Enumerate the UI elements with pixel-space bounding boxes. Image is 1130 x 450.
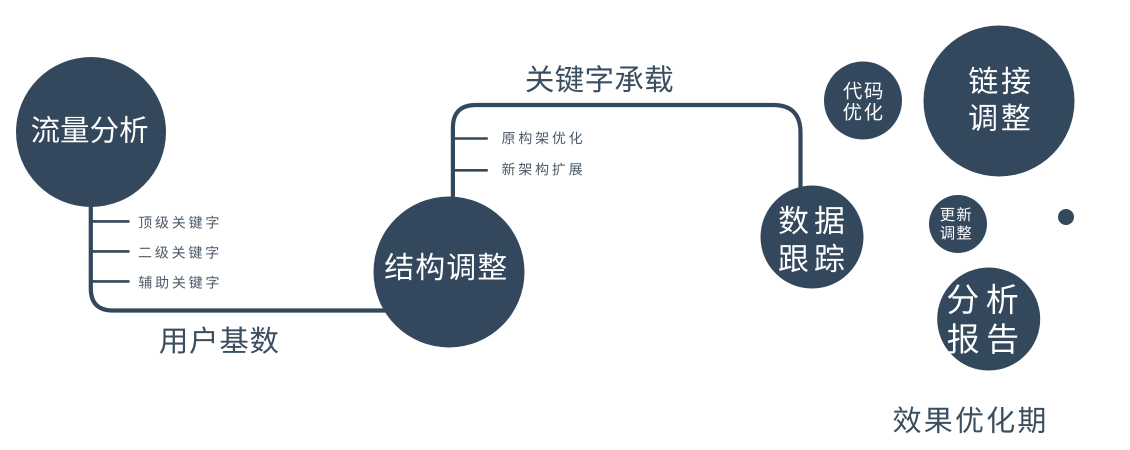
node-traffic-analysis-label — [31, 115, 148, 144]
node-analysis-report-label — [947, 283, 1018, 354]
node-structure-adjust-label — [385, 252, 507, 281]
node-link-adjust-label — [969, 66, 1030, 132]
node-link-adjust-circle[interactable] — [923, 25, 1075, 177]
node-analysis-report[interactable] — [937, 267, 1041, 371]
node-data-tracking-label — [779, 205, 844, 273]
node-analysis-report-circle[interactable] — [937, 267, 1041, 371]
connector-flow-users-path — [88, 194, 420, 313]
node-bullet-dot-circle[interactable] — [1058, 209, 1074, 225]
node-traffic-analysis-circle[interactable] — [16, 57, 166, 207]
label-new-arch-expand — [502, 162, 583, 176]
node-data-tracking-circle[interactable] — [760, 185, 864, 289]
label-original-arch-opt — [502, 131, 583, 145]
node-update-adjust[interactable] — [929, 195, 987, 253]
node-code-optimization-label — [843, 81, 883, 121]
connector-flow-keywords-path — [450, 102, 803, 204]
connector-flow-users — [88, 194, 420, 313]
label-keyword-carrying — [526, 65, 673, 93]
node-update-adjust-label — [940, 207, 972, 240]
label-secondary-keywords — [138, 245, 219, 259]
label-user-base — [159, 326, 279, 354]
node-bullet-dot[interactable] — [1058, 209, 1074, 225]
node-update-adjust-circle[interactable] — [929, 195, 987, 253]
node-code-optimization[interactable] — [824, 61, 902, 140]
node-link-adjust[interactable] — [923, 25, 1075, 177]
labels-layer — [138, 65, 1045, 434]
node-structure-adjust-circle[interactable] — [373, 196, 525, 348]
node-traffic-analysis[interactable] — [16, 57, 166, 207]
connector-flow-keywords — [450, 102, 803, 204]
nodes-layer — [16, 25, 1075, 371]
label-effect-optimization — [893, 406, 1045, 434]
label-top-keywords — [138, 215, 219, 229]
label-auxiliary-keywords — [138, 275, 219, 289]
node-structure-adjust[interactable] — [373, 196, 525, 348]
connectors-layer — [88, 102, 803, 313]
node-data-tracking[interactable] — [760, 185, 864, 289]
node-code-optimization-circle[interactable] — [824, 61, 902, 140]
